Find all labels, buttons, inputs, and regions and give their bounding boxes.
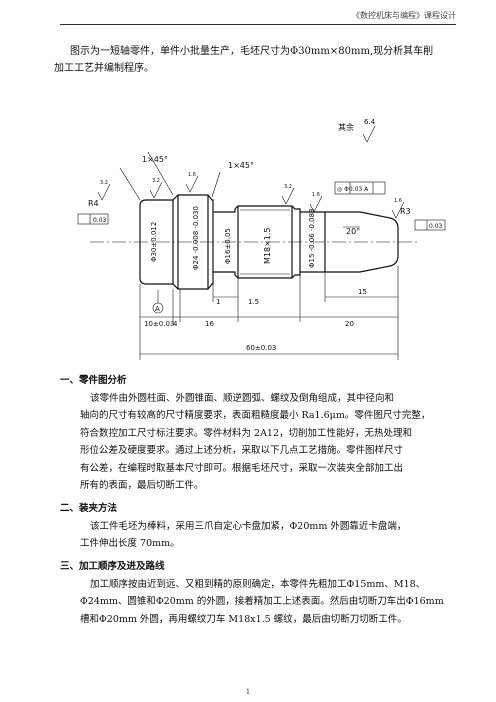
para-line: 所有的表面，最后切断工件。 xyxy=(80,480,204,491)
dim-10: 10±0.03 xyxy=(144,320,174,328)
intro-line-1: 图示为一短轴零件，单件小批量生产，毛坯尺寸为Φ30mm×80mm,现分析其车削 xyxy=(70,46,434,57)
dia-24: Φ24 -0.008 -0.030 xyxy=(192,206,200,270)
round-tol-left: 0.03 xyxy=(93,217,107,224)
dim-1: 1 xyxy=(216,298,220,306)
cone-angle: 20° xyxy=(346,227,360,236)
ra-4: 3.2 xyxy=(284,184,292,190)
section-title: 一、零件图分析 xyxy=(60,375,127,386)
dia-15: Φ15 -0.06 -0.088 xyxy=(308,208,316,268)
para-line: 工件伸出长度 70mm。 xyxy=(80,538,180,549)
section-paragraph: 加工顺序按由近到远、又粗到精的原则确定，本零件先粗加工Φ15mm、M18、 Φ2… xyxy=(66,576,446,629)
section-process-order: 三、加工顺序及进及路线 加工顺序按由近到远、又粗到精的原则确定，本零件先粗加工Φ… xyxy=(60,558,446,629)
dim-1-5: 1.5 xyxy=(248,298,259,306)
dim-15: 15 xyxy=(358,288,367,296)
page-header: 《数控机床与编程》课程设计 xyxy=(352,11,456,20)
header-rule xyxy=(60,24,456,25)
para-line: 槽和Φ20mm 外圆，再用螺纹刀车 M18x1.5 螺纹，最后由切断刀切断工件。 xyxy=(80,613,407,625)
thread-label: M18×1.5 xyxy=(263,227,272,264)
para-line: 形位公差及硬度要求。通过上述分析，采取以下几点工艺措施。零件图样尺寸 xyxy=(80,445,404,456)
dia-30: Φ30±0.012 xyxy=(150,222,158,262)
para-line: 该工件毛坯为棒料，采用三爪自定心卡盘加紧，Φ20mm 外圆靠近卡盘端， xyxy=(90,520,407,532)
part-drawing: 其余 6.4 1×45° 1×45° R4 R3 3.2 3.2 1.6 3.2… xyxy=(77,118,446,360)
dim-20: 20 xyxy=(345,320,354,328)
para-line: 该零件由外圆柱面、外圆锥面、顺逆圆弧、螺纹及倒角组成，其中径向和 xyxy=(90,392,395,404)
section-title: 三、加工顺序及进及路线 xyxy=(60,561,165,572)
ra-5: 1.6 xyxy=(312,192,320,198)
dim-60: 60±0.03 xyxy=(246,344,276,352)
section-clamping: 二、装夹方法 该工件毛坯为棒料，采用三爪自定心卡盘加紧，Φ20mm 外圆靠近卡盘… xyxy=(60,500,446,553)
ra-6: 1.6 xyxy=(394,198,402,204)
dim-16: 16 xyxy=(205,320,214,328)
para-line: 有公差，在编程时取基本尺寸即可。根据毛坯尺寸，采取一次装夹全部加工出 xyxy=(80,462,404,474)
intro-line-2: 加工工艺并编制程序。 xyxy=(54,63,154,74)
dia-16: Φ16±0.05 xyxy=(224,228,232,264)
para-line: Φ24mm、圆锥和Φ20mm 的外圆，接着精加工上述表面。然后由切断刀车出Φ16… xyxy=(80,596,444,607)
radius-right: R3 xyxy=(400,207,411,216)
ra-3: 1.6 xyxy=(188,172,196,178)
para-line: 符合数控加工尺寸标注要求。零件材料为 2A12，切削加工性能好，无热处理和 xyxy=(80,427,413,439)
chamfer-left: 1×45° xyxy=(142,155,168,164)
section-part-analysis: 一、零件图分析 该零件由外圆柱面、外圆锥面、顺逆圆弧、螺纹及倒角组成，其中径向和… xyxy=(60,372,446,495)
roughness-rest-value: 6.4 xyxy=(364,118,376,126)
chamfer-mid: 1×45° xyxy=(228,161,254,170)
coax-tol: ◎ Φ0.03 A xyxy=(337,186,369,193)
dim-4: 4 xyxy=(173,320,178,328)
round-tol-right: 0.03 xyxy=(429,223,443,230)
section-paragraph: 该工件毛坯为棒料，采用三爪自定心卡盘加紧，Φ20mm 外圆靠近卡盘端， 工件伸出… xyxy=(66,518,446,553)
page-number: 1 xyxy=(245,688,251,696)
datum-label: A xyxy=(155,305,160,313)
para-line: 加工顺序按由近到远、又粗到精的原则确定，本零件先粗加工Φ15mm、M18、 xyxy=(90,578,426,590)
ra-1: 3.2 xyxy=(100,180,108,186)
radius-left: R4 xyxy=(88,199,99,208)
roughness-rest: 其余 xyxy=(338,122,354,132)
section-paragraph: 该零件由外圆柱面、外圆锥面、顺逆圆弧、螺纹及倒角组成，其中径向和 轴向的尺寸有较… xyxy=(66,390,446,495)
intro-paragraph: 图示为一短轴零件，单件小批量生产，毛坯尺寸为Φ30mm×80mm,现分析其车削 … xyxy=(54,43,450,77)
ra-2: 3.2 xyxy=(152,178,160,184)
para-line: 轴向的尺寸有较高的尺寸精度要求，表面粗糙度最小 Ra1.6μm。零件图尺寸完整， xyxy=(80,410,431,421)
section-title: 二、装夹方法 xyxy=(60,503,118,514)
